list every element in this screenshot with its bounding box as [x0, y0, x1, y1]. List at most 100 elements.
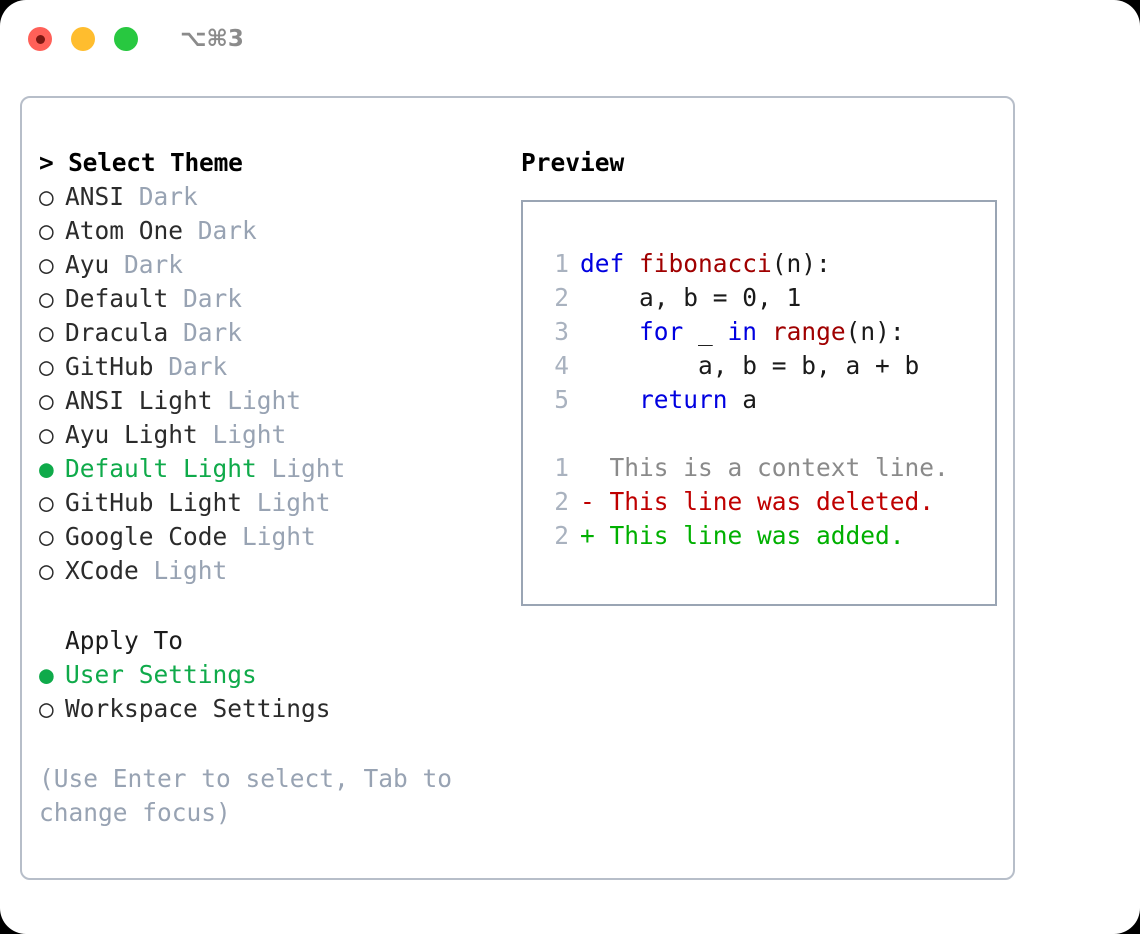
spacer — [139, 554, 154, 588]
theme-name: Ayu Light — [65, 420, 198, 449]
theme-name: Atom One — [65, 216, 184, 245]
apply-to-item-user-settings[interactable]: ● User Settings — [39, 658, 504, 692]
theme-kind-label: Dark — [197, 216, 257, 245]
code-token-kw: def — [580, 249, 640, 278]
spacer — [183, 214, 198, 248]
theme-kind-label: Light — [153, 556, 228, 585]
radio-unselected-icon: ○ — [39, 556, 54, 585]
spacer — [124, 180, 139, 214]
line-number: 5 — [554, 385, 569, 414]
code-token-plain: a, b = b, a + b — [580, 351, 920, 380]
code-token-plain: (n): — [771, 249, 831, 278]
theme-kind-label: Dark — [183, 284, 243, 313]
code-token-fn: range — [771, 317, 846, 346]
radio-unselected-icon: ○ — [39, 352, 54, 381]
code-token-plain — [580, 317, 639, 346]
theme-name: XCode — [65, 556, 139, 585]
panel-columns: > Select Theme ○ANSI Dark○Atom One Dark○… — [22, 98, 1013, 878]
radio-unselected-icon: ○ — [39, 284, 54, 313]
theme-name: Default — [65, 284, 169, 313]
close-button[interactable] — [28, 27, 52, 51]
minimize-button[interactable] — [71, 27, 95, 51]
theme-item-default-light[interactable]: ●Default Light Light — [39, 452, 504, 486]
theme-item-ansi-light[interactable]: ○ ANSI Light Light — [39, 384, 504, 418]
code-token-plain: a, b = 0, 1 — [580, 283, 802, 312]
diff-line-ctx: 1 This is a context line. — [539, 451, 995, 485]
theme-kind-label: Dark — [138, 182, 198, 211]
radio-unselected-icon: ○ — [39, 386, 54, 415]
spacer — [257, 452, 272, 486]
line-number: 2 — [554, 487, 569, 516]
code-token-kw: for — [639, 317, 684, 346]
line-number: 2 — [554, 283, 569, 312]
line-number: 1 — [554, 453, 569, 482]
diff-text: - This line was deleted. — [580, 487, 935, 516]
radio-unselected-icon: ○ — [39, 250, 54, 279]
radio-selected-icon: ● — [39, 454, 54, 483]
traffic-lights — [28, 27, 138, 51]
apply-to-label: User Settings — [65, 660, 257, 689]
keyboard-hint-text: (Use Enter to select, Tab to change focu… — [39, 764, 453, 827]
apply-to-item-workspace-settings[interactable]: ○ Workspace Settings — [39, 692, 504, 726]
diff-text: + This line was added. — [580, 521, 905, 550]
theme-kind-label: Dark — [168, 352, 228, 381]
apply-to-label: Workspace Settings — [65, 694, 331, 723]
radio-unselected-icon: ○ — [39, 488, 54, 517]
spacer — [227, 520, 242, 554]
radio-selected-icon: ● — [39, 660, 54, 689]
preview-heading: Preview — [521, 148, 625, 177]
theme-name: GitHub — [65, 352, 154, 381]
theme-kind-label: Light — [227, 386, 302, 415]
diff-text: This is a context line. — [580, 453, 949, 482]
theme-item-default[interactable]: ○ Default Dark — [39, 282, 504, 316]
diff-sample: 1 This is a context line.2- This line wa… — [539, 451, 995, 553]
select-theme-heading: > Select Theme — [39, 148, 243, 177]
code-text: a, b = b, a + b — [580, 349, 919, 383]
theme-item-ayu[interactable]: ○ Ayu Dark — [39, 248, 504, 282]
theme-name: Dracula — [65, 318, 169, 347]
line-number: 1 — [554, 249, 569, 278]
spacer — [39, 726, 504, 762]
spacer — [109, 248, 124, 282]
spacer — [198, 418, 213, 452]
line-number: 3 — [554, 317, 569, 346]
radio-unselected-icon: ○ — [39, 522, 54, 551]
code-token-kw: in — [727, 317, 772, 346]
maximize-button[interactable] — [114, 27, 138, 51]
theme-item-github-light[interactable]: ○ GitHub Light Light — [39, 486, 504, 520]
spacer — [213, 384, 228, 418]
code-text: a, b = 0, 1 — [580, 281, 801, 315]
theme-name: GitHub Light — [65, 488, 243, 517]
theme-item-ayu-light[interactable]: ○ Ayu Light Light — [39, 418, 504, 452]
code-token-plain: (n): — [845, 317, 905, 346]
diff-line-del: 2 - This line was deleted. — [539, 485, 995, 519]
theme-name: ANSI Light — [65, 386, 213, 415]
code-line: 4 a, b = b, a + b — [539, 349, 995, 383]
code-text: return a — [580, 383, 757, 417]
theme-kind-label: Light — [271, 454, 346, 483]
theme-item-atom-one[interactable]: ○Atom One Dark — [39, 214, 504, 248]
theme-kind-label: Dark — [124, 250, 184, 279]
theme-kind-label: Light — [256, 488, 331, 517]
theme-list: ○ANSI Dark○Atom One Dark○Ayu Dark○Defaul… — [39, 180, 504, 588]
apply-to-list: ● User Settings ○ Workspace Settings — [39, 658, 504, 726]
spacer — [168, 316, 183, 350]
keyboard-shortcut-label: ⌥⌘3 — [180, 26, 244, 52]
spacer — [242, 486, 257, 520]
code-token-fn: fibonacci — [639, 249, 772, 278]
theme-item-google-code[interactable]: ○Google Code Light — [39, 520, 504, 554]
theme-item-ansi[interactable]: ○ANSI Dark — [39, 180, 504, 214]
radio-unselected-icon: ○ — [39, 420, 54, 449]
theme-name: Ayu — [65, 250, 110, 279]
code-text: for _ in range(n): — [580, 315, 905, 349]
code-line: 5 return a — [539, 383, 995, 417]
theme-item-github[interactable]: ○ GitHub Dark — [39, 350, 504, 384]
line-number: 4 — [554, 351, 569, 380]
radio-unselected-icon: ○ — [39, 694, 54, 723]
theme-item-dracula[interactable]: ○Dracula Dark — [39, 316, 504, 350]
theme-kind-label: Light — [212, 420, 287, 449]
theme-item-xcode[interactable]: ○ XCode Light — [39, 554, 504, 588]
